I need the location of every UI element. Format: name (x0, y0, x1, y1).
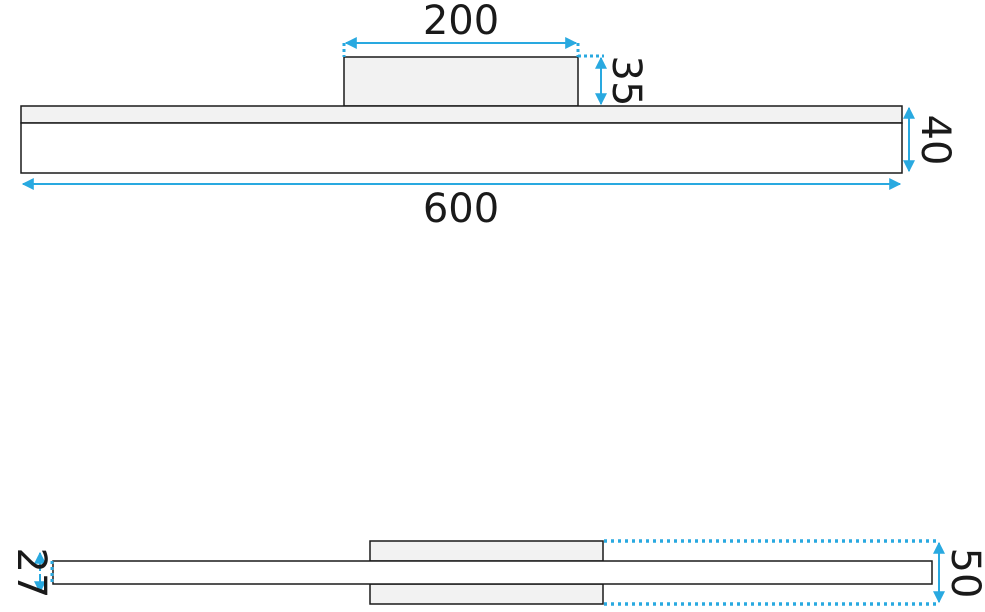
mount-plate (343, 56, 579, 107)
base-width-dimension: 600 (21, 178, 902, 232)
side-view: 27 50 (8, 539, 985, 606)
overall-depth-dimension: 50 (933, 541, 985, 604)
base-height-dimension: 40 (903, 106, 958, 173)
base-body (20, 122, 903, 174)
bar-thickness-dimension: 27 (8, 548, 54, 599)
bar-thickness-label: 27 (8, 548, 54, 599)
mount-width-label: 200 (423, 0, 499, 44)
bracket-lower (369, 583, 604, 605)
bracket-upper (369, 540, 604, 562)
base-body-top-strip (20, 105, 903, 124)
mount-height-dimension: 35 (578, 54, 649, 107)
top-view: 200 35 40 600 (20, 0, 958, 232)
overall-depth-label: 50 (942, 548, 985, 599)
base-width-label: 600 (423, 186, 499, 232)
side-bar (52, 560, 933, 585)
mount-height-label: 35 (603, 56, 649, 107)
base-height-label: 40 (912, 115, 958, 166)
mount-width-dimension: 200 (342, 0, 580, 57)
